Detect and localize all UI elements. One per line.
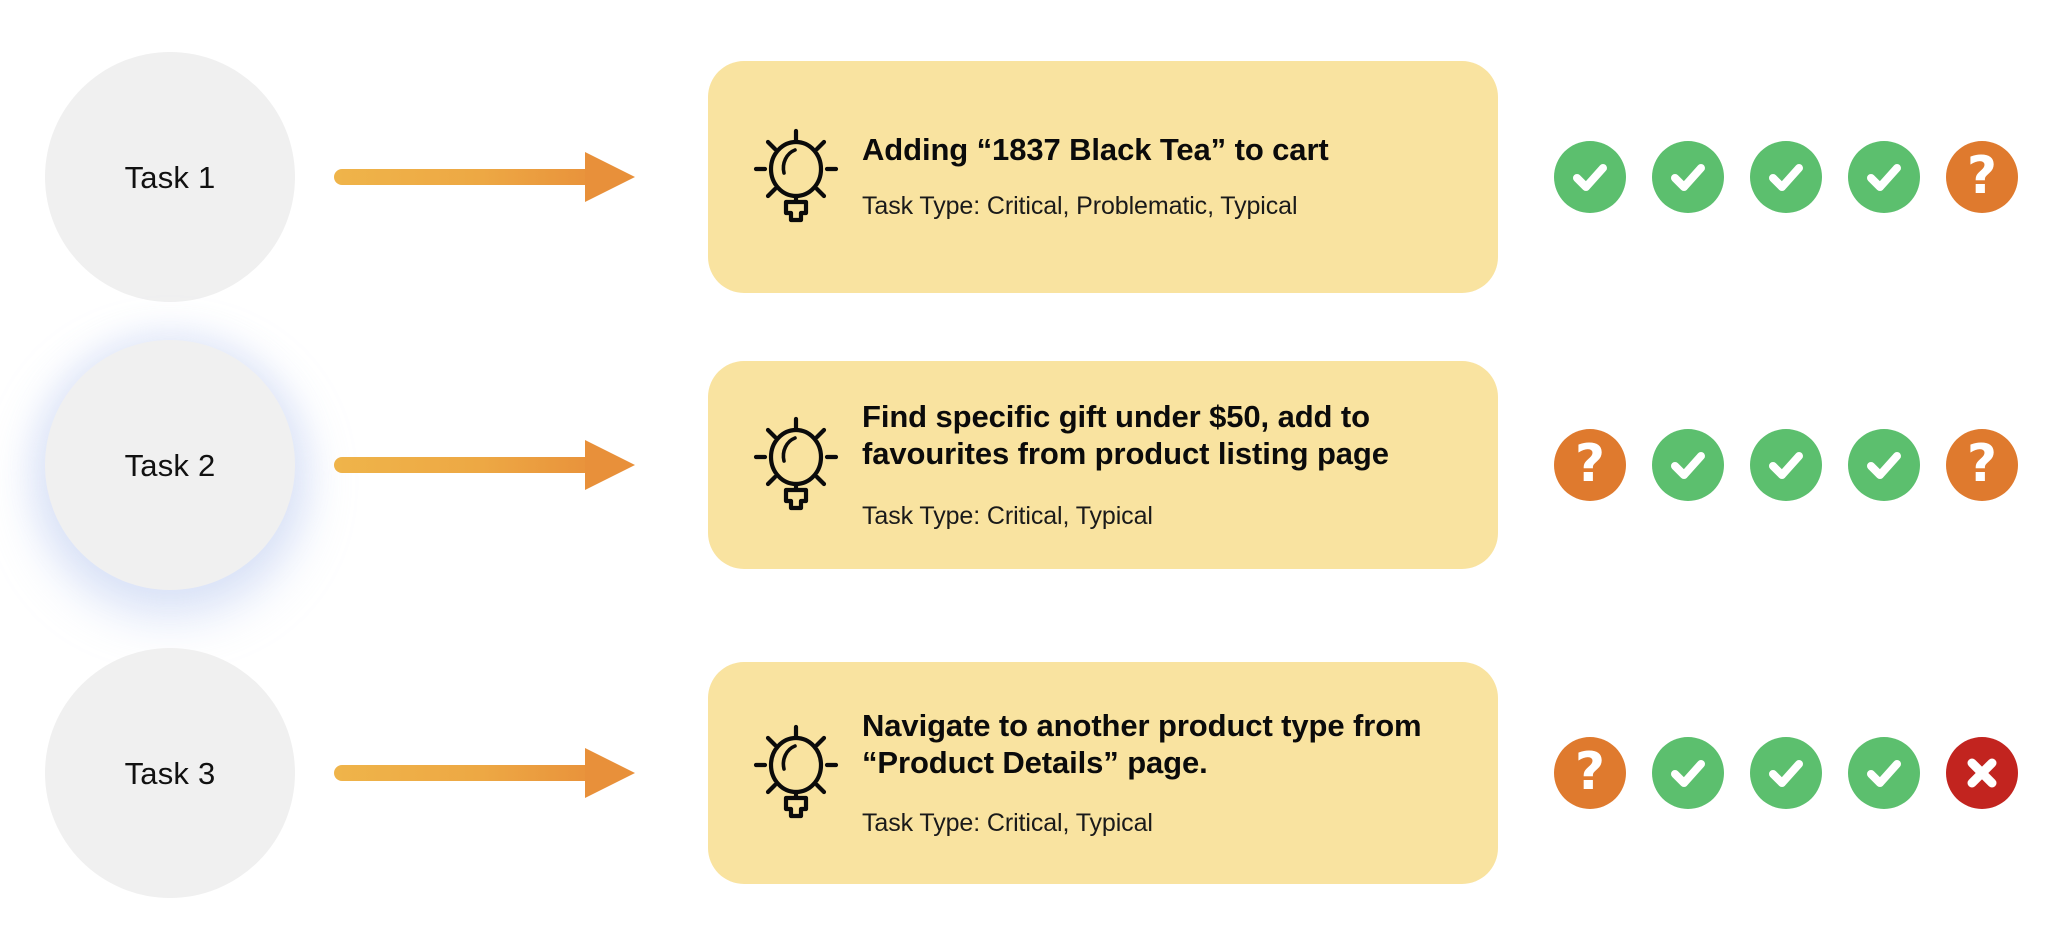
check-icon	[1769, 164, 1803, 191]
arrow-container	[334, 340, 708, 590]
status-badge[interactable]	[1652, 429, 1724, 501]
task-circle-label: Task 3	[124, 755, 216, 791]
status-badge[interactable]	[1554, 141, 1626, 213]
question-icon: ?	[1574, 741, 1606, 802]
check-icon	[1671, 760, 1705, 787]
check-icon	[1769, 760, 1803, 787]
task-card[interactable]: Navigate to another product type from “P…	[708, 662, 1498, 884]
task-title: Find specific gift under $50, add to fav…	[862, 398, 1389, 472]
lightbulb-icon	[753, 724, 839, 819]
status-badge[interactable]	[1750, 737, 1822, 809]
check-icon	[1573, 164, 1607, 191]
task-circle[interactable]: Task 3	[45, 648, 295, 898]
task-title: Navigate to another product type from “P…	[862, 707, 1422, 781]
task-title: Adding “1837 Black Tea” to cart	[862, 132, 1329, 168]
task-row: Task 1	[0, 52, 2048, 302]
task-circle[interactable]: Task 2	[45, 340, 295, 590]
lightbulb-icon	[753, 128, 839, 223]
status-badge[interactable]	[1848, 141, 1920, 213]
status-badge[interactable]	[1652, 737, 1724, 809]
question-icon: ?	[1966, 145, 1998, 206]
check-icon	[1769, 452, 1803, 479]
task-card-text: Adding “1837 Black Tea” to cart Task Typ…	[854, 131, 1329, 222]
status-badge[interactable]: ?	[1554, 429, 1626, 501]
lightbulb-icon-container	[738, 721, 854, 825]
task-card[interactable]: Adding “1837 Black Tea” to cart Task Typ…	[708, 61, 1498, 293]
arrow-right-icon	[334, 152, 635, 202]
arrow-right-icon	[334, 748, 635, 798]
check-icon	[1867, 760, 1901, 787]
task-circle-container: Task 2	[0, 340, 340, 590]
question-icon: ?	[1966, 433, 1998, 494]
check-icon	[1867, 452, 1901, 479]
arrow-container	[334, 648, 708, 898]
status-badge[interactable]	[1848, 737, 1920, 809]
status-badge[interactable]	[1946, 737, 2018, 809]
check-icon	[1867, 164, 1901, 191]
status-badge[interactable]	[1848, 429, 1920, 501]
lightbulb-icon-container	[738, 125, 854, 229]
lightbulb-icon-container	[738, 413, 854, 517]
lightbulb-icon	[753, 416, 839, 511]
task-circle-container: Task 3	[0, 648, 340, 898]
task-card-text: Find specific gift under $50, add to fav…	[854, 398, 1458, 533]
task-circle-label: Task 1	[124, 159, 216, 195]
task-circle[interactable]: Task 1	[45, 52, 295, 302]
status-badge[interactable]: ?	[1946, 429, 2018, 501]
arrow-right-icon	[334, 440, 635, 490]
task-row: Task 2	[0, 340, 2048, 590]
status-badge[interactable]: ?	[1946, 141, 2018, 213]
task-type-label: Task Type: Critical, Typical	[862, 502, 1153, 531]
status-badge[interactable]	[1652, 141, 1724, 213]
status-badge[interactable]	[1750, 141, 1822, 213]
check-icon	[1671, 452, 1705, 479]
status-badge[interactable]	[1750, 429, 1822, 501]
task-circle-container: Task 1	[0, 52, 340, 302]
status-badge-group: ? ?	[1498, 429, 2048, 501]
task-type-label: Task Type: Critical, Problematic, Typica…	[862, 192, 1298, 221]
arrow-container	[334, 52, 708, 302]
task-card[interactable]: Find specific gift under $50, add to fav…	[708, 361, 1498, 569]
task-type-label: Task Type: Critical, Typical	[862, 809, 1153, 838]
task-row: Task 3	[0, 648, 2048, 898]
cross-icon	[1967, 758, 1997, 788]
status-badge-group: ?	[1498, 141, 2048, 213]
task-card-text: Navigate to another product type from “P…	[854, 707, 1458, 840]
question-icon: ?	[1574, 433, 1606, 494]
status-badge[interactable]: ?	[1554, 737, 1626, 809]
check-icon	[1671, 164, 1705, 191]
task-circle-label: Task 2	[124, 447, 216, 483]
status-badge-group: ?	[1498, 737, 2048, 809]
